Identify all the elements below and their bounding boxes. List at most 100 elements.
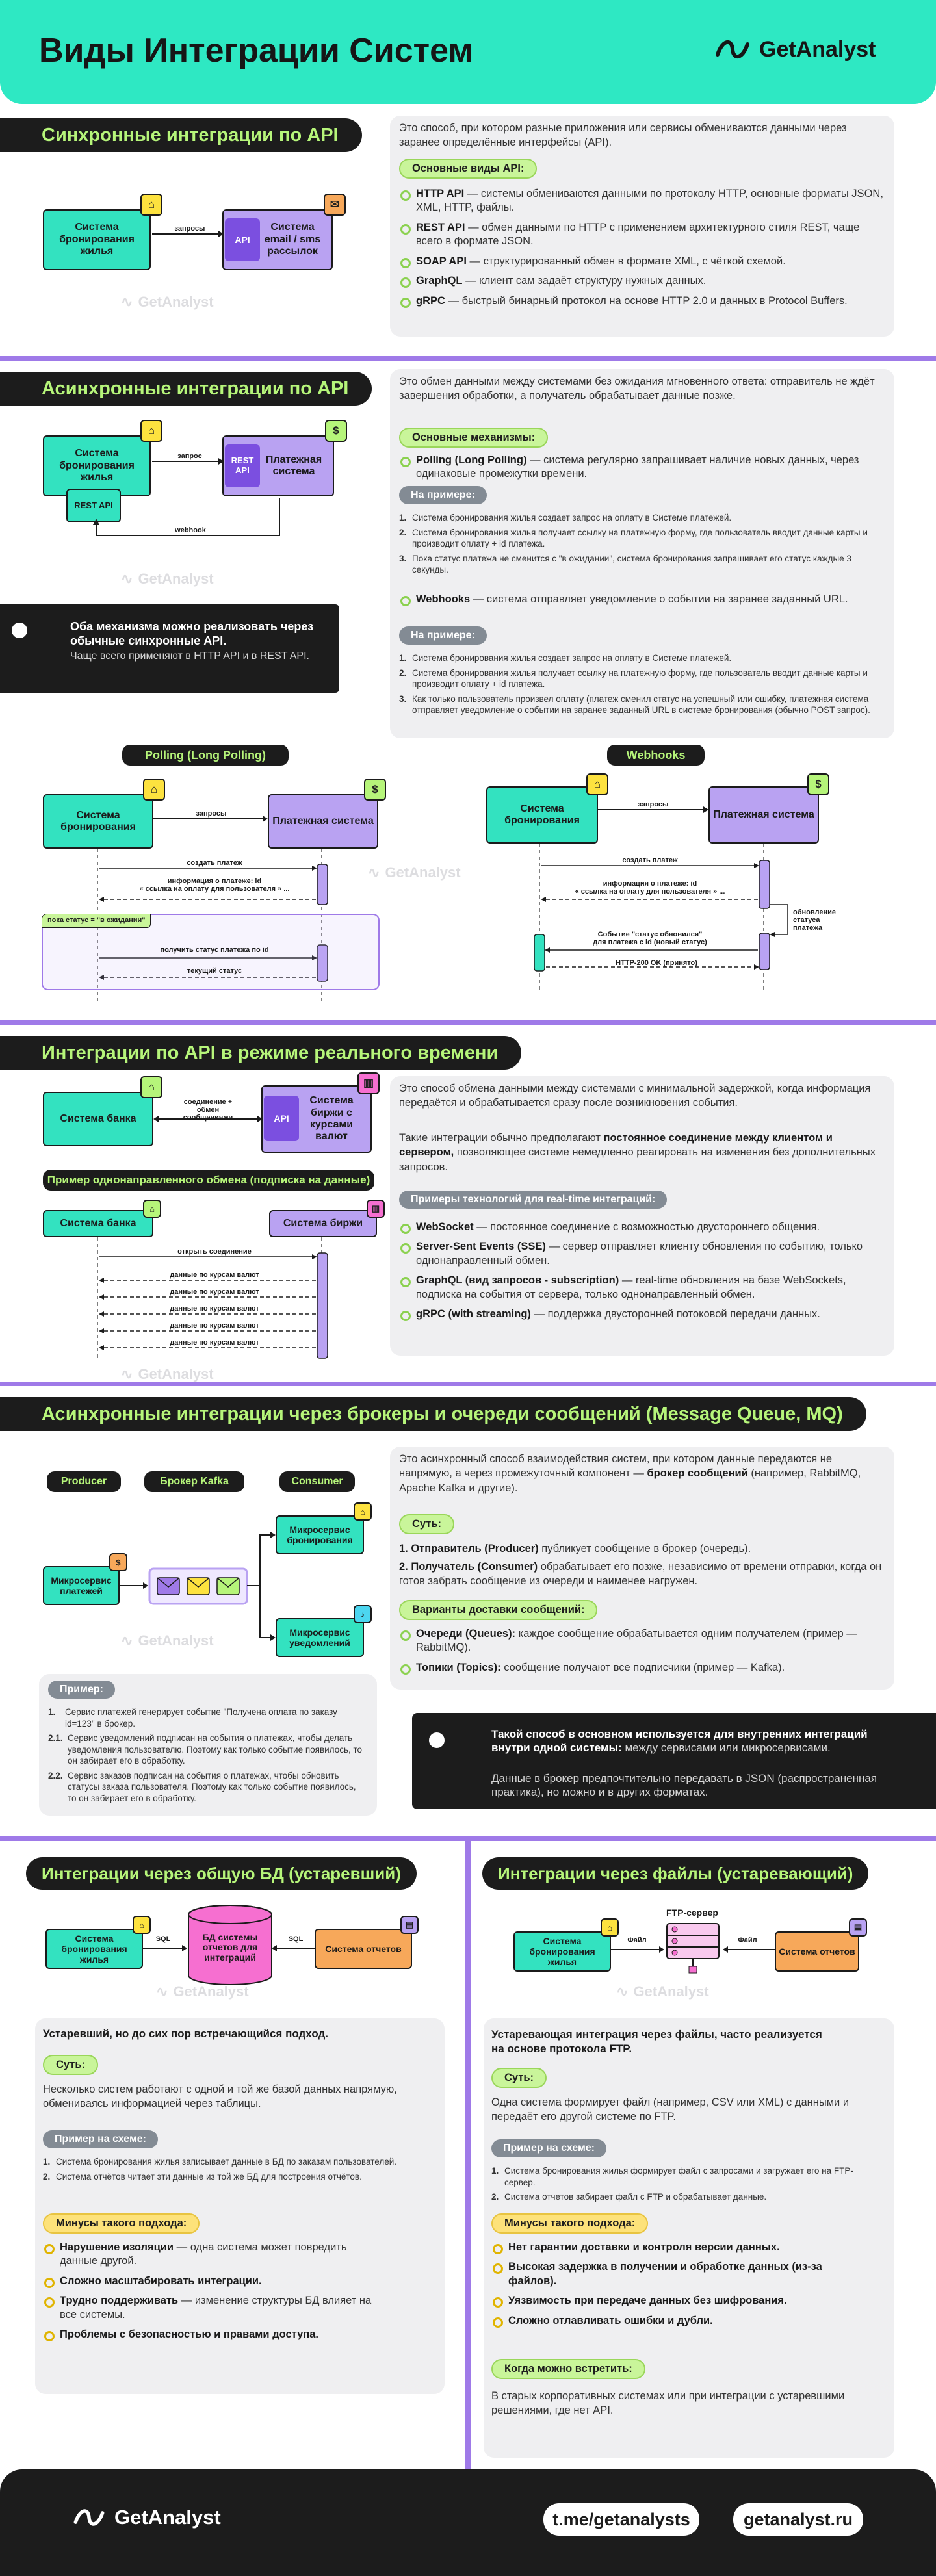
msg-rates-data: данные по курсам валют (170, 1288, 259, 1296)
list-item: 2.1.Сервис уведомлений подписан на событ… (48, 1733, 363, 1766)
loop-label: пока статус = "в ожидании" (42, 914, 151, 928)
essence-tag: Суть: (43, 2055, 99, 2075)
watermark: ∿GetAnalyst (121, 1632, 214, 1649)
side-status-update: обновление статуса платежа (793, 908, 836, 933)
email-sms-label: Система email / sms рассылок (264, 222, 321, 257)
producer-tag: Producer (47, 1471, 121, 1492)
booking-system-box: Система бронирования жилья (46, 1929, 143, 1969)
list-item: gRPC — быстрый бинарный протокол на осно… (399, 294, 887, 309)
report-icon: ▤ (849, 1918, 867, 1937)
mq-intro: Это асинхронный способ взаимодействия си… (399, 1453, 861, 1494)
essence-tag: Суть: (399, 1514, 455, 1534)
chart-icon: ▥ (367, 1200, 385, 1218)
msg-status-event: Событие "статус обновился" для платежа с… (593, 931, 707, 947)
house-icon: ⌂ (140, 194, 162, 216)
sync-api-panel: Это способ, при котором разные приложени… (390, 116, 894, 337)
shared-db-lead: Устаревший, но до сих пор встречающийся … (43, 2028, 328, 2040)
bidirectional-arrow (153, 1116, 263, 1122)
mq-panel: Это асинхронный способ взаимодействия си… (390, 1447, 894, 1690)
telegram-link[interactable]: t.me/getanalysts (543, 2503, 699, 2536)
api-cloud-icon: API (264, 1096, 299, 1141)
example-tag: На примере: (399, 486, 487, 504)
house-icon: ⌂ (586, 773, 608, 795)
list-item: 1.Система бронирования жилья создает зап… (399, 513, 732, 522)
list-item: 2.Система отчетов забирает файл с FTP и … (491, 2192, 767, 2202)
webhooks-tag: Webhooks (607, 745, 705, 766)
file-label: Файл (738, 1937, 757, 1944)
wm-icon: ∿ (121, 571, 133, 587)
sync-api-intro: Это способ, при котором разные приложени… (399, 122, 847, 149)
reports-system-box: Система отчетов (775, 1931, 859, 1972)
msg-get-status: получить статус платежа по id (160, 946, 269, 954)
website-link[interactable]: getanalyst.ru (733, 2503, 863, 2536)
note-dot-icon (429, 1732, 445, 1748)
list-item: WebSocket — постоянное соединение с возм… (399, 1220, 887, 1235)
mq-note-box: Такой способ в основном используется для… (412, 1713, 936, 1809)
webhook-arrow (93, 498, 280, 536)
footer: GetAnalyst t.me/getanalysts getanalyst.r… (0, 2469, 936, 2576)
requests-label: запросы (174, 225, 205, 233)
mq-example-list: 1.Сервис платежей генерирует событие "По… (48, 1707, 367, 1807)
msg-http-200: HTTP-200 OK (принято) (616, 959, 697, 967)
bank-system-box: Система банка (43, 1092, 153, 1146)
realtime-intro: Это способ обмена данными между системам… (399, 1083, 871, 1109)
list-item: Нет гарантии доставки и контроля версии … (491, 2241, 855, 2255)
cons-tag: Минусы такого подхода: (43, 2213, 200, 2234)
mq-example-panel: Пример: 1.Сервис платежей генерирует соб… (39, 1674, 377, 1816)
list-item: Топики (Topics): сообщение получают все … (399, 1661, 887, 1675)
section-separator (0, 1382, 936, 1386)
realtime-lifelines (97, 1237, 328, 1361)
wm-icon: ∿ (121, 294, 133, 310)
webhook-lifelines (534, 844, 788, 993)
brand-name: GetAnalyst (114, 2506, 221, 2529)
example-tag: Пример на схеме: (43, 2130, 159, 2148)
wm-icon: ∿ (368, 864, 380, 881)
list-item: Server-Sent Events (SSE) — сервер отправ… (399, 1240, 887, 1268)
list-item: Проблемы с безопасностью и правами досту… (43, 2328, 381, 2342)
wm-icon: ∿ (121, 1366, 133, 1382)
exchange-label: Система биржи с курсами валют (309, 1095, 354, 1142)
dollar-icon: $ (364, 779, 386, 801)
delivery-list: Очереди (Queues): каждое сообщение обраб… (399, 1627, 887, 1681)
booking-service-box: Микросервис бронирования (276, 1515, 364, 1554)
async-note-bold: Оба механизма можно реализовать через об… (70, 620, 314, 647)
mechanisms-list-1: Polling (Long Polling) — система регуляр… (399, 454, 887, 487)
mail-icon: ✉ (324, 194, 346, 216)
list-item: Сложно отлавливать ошибки и дубли. (491, 2314, 855, 2328)
msg-current-status: текущий статус (187, 967, 242, 975)
technologies-list: WebSocket — постоянное соединение с возм… (399, 1220, 887, 1328)
api-cloud-icon: API (225, 218, 260, 261)
booking-system-box: Система бронирования жилья (43, 435, 151, 496)
booking-system-box: Система бронирования жилья (514, 1931, 611, 1972)
sql-label: SQL (288, 1935, 304, 1943)
essence-tag: Суть: (491, 2068, 547, 2088)
brand-name: GetAnalyst (759, 36, 876, 62)
async-intro: Это обмен данными между системами без ож… (399, 376, 875, 402)
mq-note-json: Данные в брокер предпочтительно передава… (491, 1772, 878, 1799)
booking-system-box: Система бронирования (43, 794, 153, 849)
list-item: Нарушение изоляции — одна система может … (43, 2241, 381, 2269)
section-title-realtime: Интеграции по API в режиме реального вре… (0, 1036, 522, 1070)
file-arrow-right (723, 1946, 776, 1953)
files-text: Одна система формирует файл (например, C… (491, 2096, 850, 2123)
shared-db-cons-list: Нарушение изоляции — одна система может … (43, 2241, 381, 2348)
list-item: 2.Система бронирования жилья получает сс… (399, 527, 868, 549)
house-icon: ⌂ (133, 1916, 151, 1934)
watermark: ∿GetAnalyst (121, 1366, 214, 1382)
list-item: 1.Сервис платежей генерирует событие "По… (48, 1707, 337, 1729)
list-item: GraphQL — клиент сам задаёт структуру ну… (399, 274, 887, 289)
file-arrow-left (611, 1946, 664, 1953)
request-label: запрос (177, 452, 202, 460)
house-icon: ⌂ (601, 1918, 619, 1937)
mechanisms-tag: Основные механизмы: (399, 428, 549, 448)
polling-tag: Polling (Long Polling) (122, 745, 289, 766)
msg-rates-data: данные по курсам валют (170, 1305, 259, 1313)
list-item: HTTP API — системы обмениваются данными … (399, 187, 887, 215)
section-separator (0, 356, 936, 361)
section-separator (0, 1836, 936, 1841)
request-arrow (152, 458, 224, 465)
webhook-label: webhook (175, 526, 206, 534)
example-tag: На примере: (399, 626, 487, 645)
list-item: GraphQL (вид запросов - subscription) — … (399, 1274, 887, 1302)
watermark: ∿GetAnalyst (156, 1983, 249, 2000)
